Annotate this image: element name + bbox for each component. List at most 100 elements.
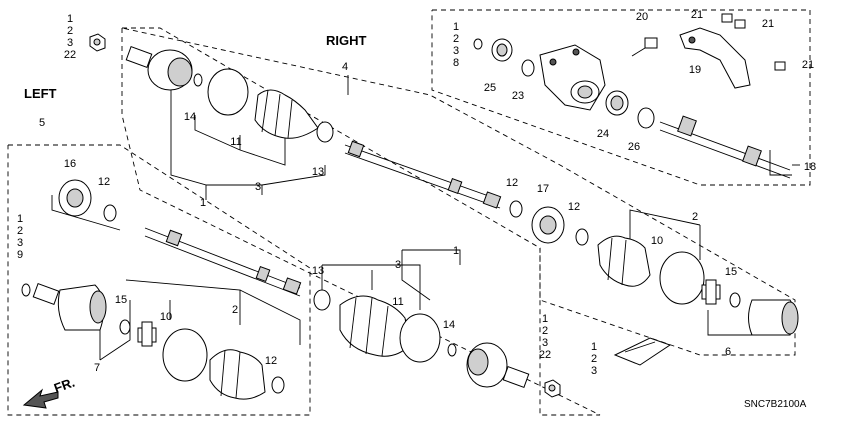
band-12-left-b <box>271 376 285 394</box>
band-12-left <box>103 204 117 222</box>
callout-c-21-c-line-0: 21 <box>802 59 814 71</box>
callout-c-1-2-3-bottom-line-1: 2 <box>591 353 597 365</box>
bearing-24 <box>605 90 629 116</box>
spider-joint-right <box>701 279 721 305</box>
callout-c-13-lower-line-0: 13 <box>312 265 324 277</box>
callout-c-23-line-0: 23 <box>512 90 524 102</box>
snap-ring <box>473 38 483 50</box>
callout-c-2-right-line-0: 2 <box>692 211 698 223</box>
intermediate-shaft-boundary <box>431 9 811 186</box>
callout-c-1-2-3-8-line-1: 2 <box>453 33 459 45</box>
callout-c-18-line-0: 18 <box>804 161 816 173</box>
band-12-right-b <box>575 228 589 246</box>
callout-c-3-upper-line-0: 3 <box>255 181 261 193</box>
boot-left <box>209 349 266 400</box>
callout-c-11-upper-line-0: 11 <box>230 136 241 148</box>
callout-c-13-upper-line-0: 13 <box>312 166 324 178</box>
axle-shaft-upper <box>344 140 502 209</box>
callout-c-1-2-3-8-line-3: 8 <box>453 57 459 69</box>
dynamic-damper-16 <box>58 179 92 217</box>
snap-ring-23 <box>521 59 535 77</box>
callout-c-1-2-3-22-bottom-line-1: 2 <box>542 325 548 337</box>
callout-c-1-2-3-9-line-2: 3 <box>17 237 23 249</box>
left-assembly-boundary <box>7 144 311 416</box>
grease-pack <box>613 337 672 366</box>
front-arrow-icon <box>22 388 59 409</box>
callout-c-12-left-bottom-line-0: 12 <box>265 355 277 367</box>
band-upper <box>207 68 249 116</box>
callout-c-1-2-3-9-line-0: 1 <box>17 213 23 225</box>
dynamic-damper-17 <box>531 206 565 244</box>
callout-c-1-2-3-bottom-line-0: 1 <box>591 341 597 353</box>
bolt-20 <box>631 37 658 57</box>
callout-c-12-right-b-line-0: 12 <box>568 201 580 213</box>
callout-c-10-right-line-0: 10 <box>651 235 663 247</box>
band-10-right <box>659 251 705 305</box>
callout-c-1-upper-line-0: 1 <box>200 197 206 209</box>
callout-c-5-line-0: 5 <box>39 117 45 129</box>
heat-shield-bracket-19 <box>679 27 751 89</box>
outboard-joint-lower <box>466 342 530 388</box>
intermediate-shaft-18 <box>659 115 791 179</box>
nut-22-lower <box>544 379 561 398</box>
clip-15-right <box>729 292 741 308</box>
nut-22-upper <box>89 33 106 52</box>
callout-c-6-line-0: 6 <box>725 346 731 358</box>
callout-c-1-2-3-22-top-line-2: 3 <box>67 37 73 49</box>
spider-joint-left <box>137 321 157 347</box>
right-assembly-boundary-lower <box>121 28 601 416</box>
callout-c-1-2-3-22-bottom-line-3: 22 <box>539 349 551 361</box>
callout-c-15-right-line-0: 15 <box>725 266 737 278</box>
callout-c-1-2-3-22-bottom-line-0: 1 <box>542 313 548 325</box>
callout-c-1-2-3-22-bottom-line-2: 3 <box>542 337 548 349</box>
callout-c-1-2-3-22-top-line-0: 1 <box>67 13 73 25</box>
boot-lower-middle <box>339 295 411 357</box>
callout-c-12-right-a-line-0: 12 <box>506 177 518 189</box>
callout-c-1-2-3-9-line-1: 2 <box>17 225 23 237</box>
callout-c-16-line-0: 16 <box>64 158 76 170</box>
inboard-joint-6 <box>748 299 799 336</box>
callout-c-14-lower-line-0: 14 <box>443 319 455 331</box>
clip-15-left <box>119 319 131 335</box>
callout-c-24-line-0: 24 <box>597 128 609 140</box>
callout-c-1-2-3-22-top-line-3: 22 <box>64 49 76 61</box>
callout-c-21-a-line-0: 21 <box>691 9 703 21</box>
callout-c-19-line-0: 19 <box>689 64 701 76</box>
callout-c-20-line-0: 20 <box>636 11 648 23</box>
callout-c-7-line-0: 7 <box>94 362 100 374</box>
callout-c-15-left-line-0: 15 <box>115 294 127 306</box>
outboard-joint-upper <box>125 46 193 91</box>
inboard-joint-7 <box>32 283 107 331</box>
clip-14-lower <box>447 343 457 357</box>
callout-c-1-2-3-bottom-line-2: 3 <box>591 365 597 377</box>
callout-c-10-left-line-0: 10 <box>160 311 172 323</box>
intermediate-bearing-bracket <box>539 44 606 111</box>
title-right: RIGHT <box>326 33 367 48</box>
bolts-21 <box>721 13 786 71</box>
boot-right-inboard <box>597 235 651 287</box>
callout-c-21-b-line-0: 21 <box>762 18 774 30</box>
snap-ring-left <box>21 283 31 297</box>
boot-upper <box>254 89 319 139</box>
callout-c-1-2-3-22-top-line-1: 2 <box>67 25 73 37</box>
band-12-right <box>509 200 523 218</box>
band-13-lower <box>313 289 331 311</box>
callout-c-1-2-3-9-line-3: 9 <box>17 249 23 261</box>
snap-ring-26 <box>637 107 655 129</box>
callout-c-11-lower-line-0: 11 <box>392 296 403 308</box>
clip-14-upper <box>193 73 203 87</box>
front-label: FR. <box>52 375 77 396</box>
title-left: LEFT <box>24 86 57 101</box>
callout-c-14-upper-line-0: 14 <box>184 111 196 123</box>
callout-c-1-lower-line-0: 1 <box>453 245 459 257</box>
callout-c-1-2-3-8-line-2: 3 <box>453 45 459 57</box>
band-13-upper <box>316 121 334 143</box>
callout-c-1-2-3-8-line-0: 1 <box>453 21 459 33</box>
band-10-left <box>162 328 208 382</box>
band-lower-middle <box>399 313 441 363</box>
callout-c-2-left-line-0: 2 <box>232 304 238 316</box>
callout-c-4-line-0: 4 <box>342 61 348 73</box>
